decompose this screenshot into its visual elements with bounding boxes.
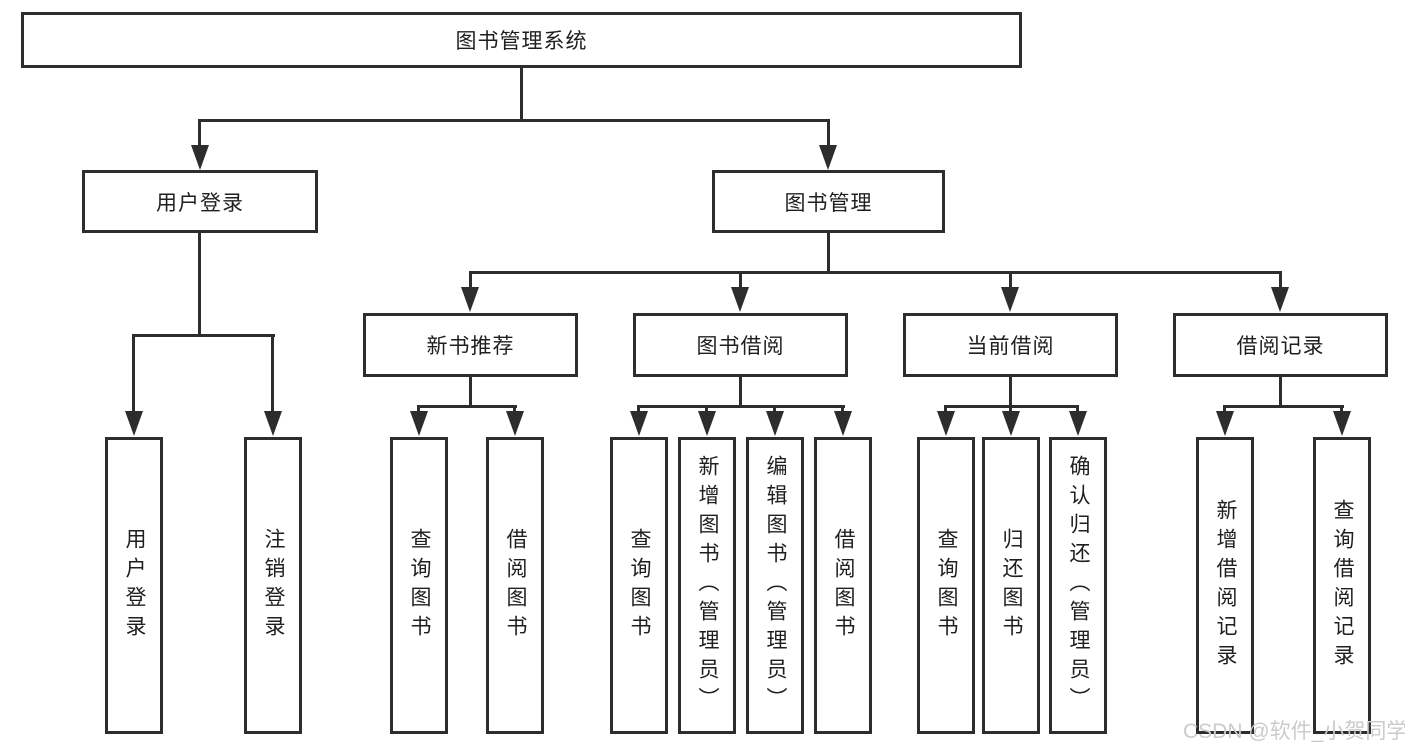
leaf-label: 查询图书 bbox=[628, 527, 652, 644]
leaf-label: 归还图书 bbox=[1000, 527, 1024, 644]
leaf-label: 注销登录 bbox=[262, 527, 286, 644]
connector-line bbox=[198, 119, 201, 149]
leaf-label: 查询图书 bbox=[408, 527, 432, 644]
connector-line bbox=[773, 405, 776, 415]
leaf-edit-book-admin: 编辑图书（管理员） bbox=[746, 437, 804, 734]
connector-line bbox=[469, 377, 472, 405]
arrow-down-icon bbox=[506, 411, 524, 436]
leaf-label: 确认归还（管理员） bbox=[1067, 455, 1091, 716]
connector-line bbox=[827, 233, 830, 271]
node-book-management: 图书管理 bbox=[712, 170, 945, 233]
leaf-query-books-borrow: 查询图书 bbox=[610, 437, 668, 734]
connector-line bbox=[1009, 377, 1012, 405]
arrow-down-icon bbox=[1216, 411, 1234, 436]
arrow-down-icon bbox=[1002, 411, 1020, 436]
connector-line bbox=[469, 271, 1282, 274]
node-borrow-records: 借阅记录 bbox=[1173, 313, 1388, 377]
node-new-book-recommend: 新书推荐 bbox=[363, 313, 578, 377]
arrow-down-icon bbox=[1271, 287, 1289, 312]
arrow-down-icon bbox=[630, 411, 648, 436]
connector-line bbox=[637, 405, 640, 415]
leaf-return-book: 归还图书 bbox=[982, 437, 1040, 734]
leaf-add-borrow-record: 新增借阅记录 bbox=[1196, 437, 1254, 734]
arrow-down-icon bbox=[125, 411, 143, 436]
arrow-down-icon bbox=[698, 411, 716, 436]
leaf-query-borrow-record: 查询借阅记录 bbox=[1313, 437, 1371, 734]
leaf-label: 新增借阅记录 bbox=[1214, 498, 1238, 673]
leaf-logout: 注销登录 bbox=[244, 437, 302, 734]
arrow-down-icon bbox=[766, 411, 784, 436]
csdn-watermark: CSDN @软件_小贺同学 bbox=[1183, 720, 1405, 743]
leaf-borrow-books-recommend: 借阅图书 bbox=[486, 437, 544, 734]
arrow-down-icon bbox=[834, 411, 852, 436]
connector-line bbox=[271, 334, 274, 414]
leaf-label: 查询图书 bbox=[935, 527, 959, 644]
arrow-down-icon bbox=[264, 411, 282, 436]
connector-line bbox=[1340, 405, 1343, 415]
leaf-label: 新增图书（管理员） bbox=[696, 455, 720, 716]
connector-line bbox=[469, 271, 472, 289]
connector-line bbox=[1009, 271, 1012, 289]
arrow-down-icon bbox=[461, 287, 479, 312]
arrow-down-icon bbox=[819, 145, 837, 170]
connector-line bbox=[1279, 271, 1282, 289]
connector-line bbox=[841, 405, 844, 415]
leaf-label: 借阅图书 bbox=[832, 527, 856, 644]
connector-line bbox=[739, 271, 742, 289]
leaf-query-books-recommend: 查询图书 bbox=[390, 437, 448, 734]
connector-line bbox=[132, 334, 275, 337]
node-current-borrow: 当前借阅 bbox=[903, 313, 1118, 377]
connector-line bbox=[198, 119, 830, 122]
connector-line bbox=[417, 405, 517, 408]
arrow-down-icon bbox=[1001, 287, 1019, 312]
arrow-down-icon bbox=[1333, 411, 1351, 436]
connector-line bbox=[705, 405, 708, 415]
leaf-label: 借阅图书 bbox=[504, 527, 528, 644]
arrow-down-icon bbox=[731, 287, 749, 312]
connector-line bbox=[944, 405, 947, 415]
leaf-add-book-admin: 新增图书（管理员） bbox=[678, 437, 736, 734]
leaf-query-books-current: 查询图书 bbox=[917, 437, 975, 734]
connector-line bbox=[739, 377, 742, 405]
connector-line bbox=[1223, 405, 1226, 415]
node-user-login: 用户登录 bbox=[82, 170, 318, 233]
connector-line bbox=[1223, 405, 1344, 408]
arrow-down-icon bbox=[410, 411, 428, 436]
arrow-down-icon bbox=[1069, 411, 1087, 436]
connector-line bbox=[520, 68, 523, 119]
leaf-label: 用户登录 bbox=[123, 527, 147, 644]
connector-line bbox=[198, 233, 201, 334]
connector-line bbox=[1279, 377, 1282, 405]
connector-line bbox=[1076, 405, 1079, 415]
connector-line bbox=[1009, 405, 1012, 415]
node-book-borrow: 图书借阅 bbox=[633, 313, 848, 377]
leaf-confirm-return-admin: 确认归还（管理员） bbox=[1049, 437, 1107, 734]
arrow-down-icon bbox=[191, 145, 209, 170]
leaf-label: 编辑图书（管理员） bbox=[764, 455, 788, 716]
node-root: 图书管理系统 bbox=[21, 12, 1022, 68]
leaf-label: 查询借阅记录 bbox=[1331, 498, 1355, 673]
connector-line bbox=[637, 405, 845, 408]
leaf-user-login: 用户登录 bbox=[105, 437, 163, 734]
connector-line bbox=[132, 334, 135, 414]
connector-line bbox=[827, 119, 830, 149]
connector-line bbox=[417, 405, 420, 415]
leaf-borrow-books: 借阅图书 bbox=[814, 437, 872, 734]
arrow-down-icon bbox=[937, 411, 955, 436]
connector-line bbox=[513, 405, 516, 415]
